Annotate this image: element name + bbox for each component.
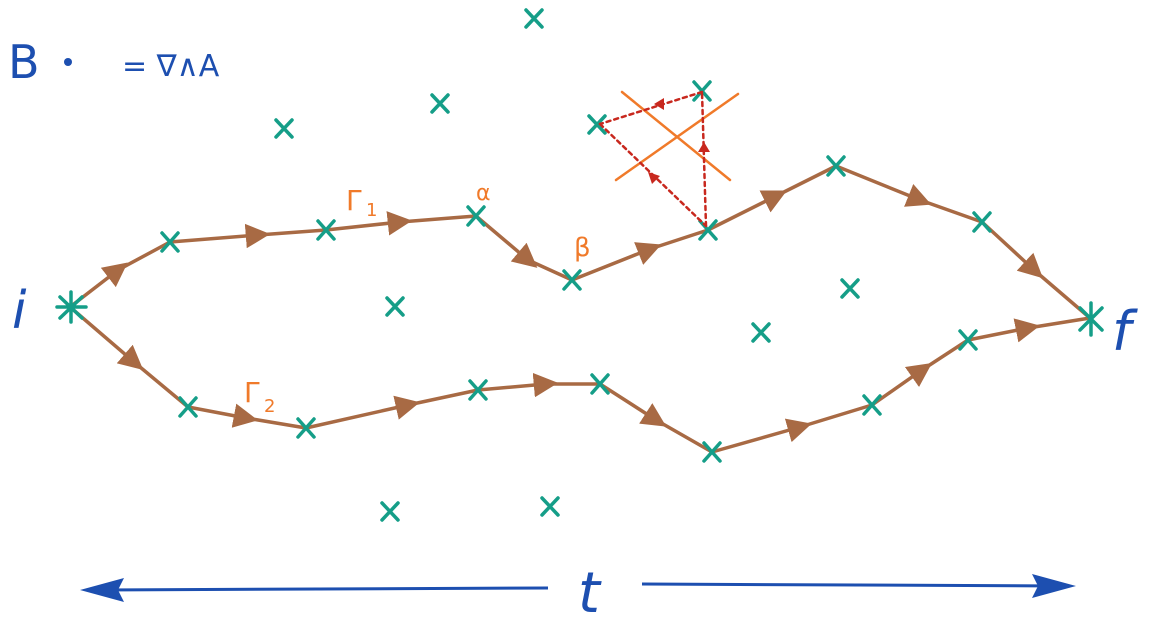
cross-f10 [540, 496, 560, 517]
path-gamma2-seg-11 [710, 418, 812, 454]
time-axis-right-arrowhead [1032, 574, 1076, 598]
path-gamma1-seg-3 [168, 223, 271, 249]
path-gamma2-seg-4 [244, 416, 308, 430]
cross-u2 [316, 219, 336, 241]
path-gamma2 [68, 305, 1092, 454]
cross-l3 [468, 379, 488, 401]
cross-f6 [385, 296, 405, 317]
path-gamma1 [68, 164, 1092, 320]
path-gamma2-seg-5 [304, 395, 420, 430]
path-gamma1-seg-4 [256, 228, 328, 237]
path-gamma1-seg-14 [918, 198, 984, 224]
orange-line-1 [620, 90, 732, 182]
label-time: t [578, 561, 602, 621]
path-gamma2-seg-7 [476, 372, 559, 398]
plaquette-lines [614, 90, 740, 182]
label-alpha: α [476, 181, 491, 206]
path-gamma2-seg-3 [186, 403, 259, 428]
lattice-crosses [55, 8, 1104, 522]
cross-l6 [862, 394, 882, 416]
label-gamma1: Γ [346, 184, 362, 217]
cross-f7 [840, 278, 860, 299]
plaquette-loop-arrows [648, 98, 710, 184]
path-gamma2-seg-9 [598, 382, 667, 427]
path-gamma2-seg-10 [654, 418, 714, 454]
loop-top [598, 90, 704, 126]
formula-rest: = ∇∧A [122, 49, 220, 84]
formula: B = ∇∧A [8, 35, 220, 89]
loop-right [700, 90, 708, 228]
path-gamma1-seg-5 [324, 211, 413, 236]
path-gamma2-seg-13 [870, 362, 933, 407]
path-gamma1-seg-6 [398, 214, 478, 224]
cross-u7 [972, 211, 992, 233]
time-axis-left-line [95, 586, 549, 592]
cross-initial [55, 290, 88, 324]
cross-l4 [590, 373, 610, 395]
cross-l5 [702, 441, 722, 463]
path-gamma2-seg-14 [920, 338, 970, 372]
cross-f4 [587, 114, 607, 135]
time-axis-right-line [641, 582, 1061, 588]
cross-f1 [524, 8, 544, 29]
path-gamma1-seg-8 [526, 258, 574, 282]
label-gamma1-sub: 1 [366, 200, 377, 221]
orange-line-2 [614, 92, 740, 182]
time-axis: t [80, 561, 1076, 621]
path-gamma1-seg-11 [706, 190, 787, 232]
label-final: f [1112, 300, 1138, 363]
path-gamma2-seg-15 [966, 318, 1041, 343]
cross-u3 [466, 205, 486, 227]
path-gamma1-seg-13 [834, 164, 932, 207]
loop-arrow-left [648, 172, 660, 184]
path-gamma1-seg-2 [116, 240, 172, 272]
path-gamma1-seg-10 [648, 228, 710, 251]
formula-B: B [8, 35, 40, 89]
path-gamma2-seg-6 [406, 388, 480, 407]
formula-dot [64, 58, 72, 66]
cross-f3 [274, 118, 294, 139]
cross-u4 [562, 269, 582, 291]
label-initial: i [12, 281, 27, 341]
path-gamma2-seg-16 [1026, 316, 1092, 330]
label-beta: β [574, 233, 591, 263]
cross-u6 [826, 155, 846, 177]
cross-l1 [178, 396, 198, 418]
cross-f9 [380, 501, 400, 522]
path-gamma1-seg-12 [774, 164, 838, 198]
cross-final [1078, 301, 1104, 337]
loop-arrow-top [654, 98, 664, 110]
cross-l7 [958, 329, 978, 351]
loop-arrow-right [698, 142, 710, 152]
cross-l2 [296, 417, 316, 439]
path-gamma1-seg-9 [570, 242, 662, 282]
label-gamma2-sub: 2 [264, 396, 275, 417]
time-axis-left-arrowhead [80, 578, 124, 602]
label-gamma2: Γ [244, 376, 260, 409]
cross-f2 [430, 93, 450, 114]
path-gamma2-seg-12 [798, 403, 874, 429]
cross-f8 [751, 322, 771, 343]
plaquette-loop [598, 90, 708, 228]
cross-u1 [160, 231, 180, 253]
